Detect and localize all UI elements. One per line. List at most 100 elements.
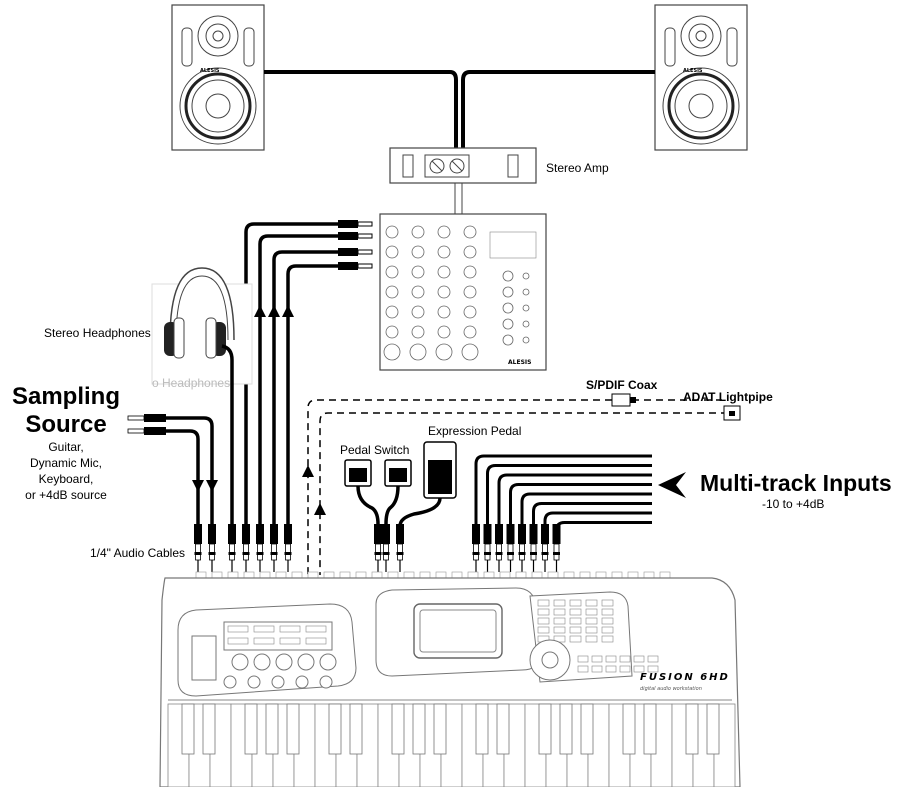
input-jack: [340, 572, 350, 578]
panel-button: [586, 600, 597, 606]
control-knob: [320, 654, 336, 670]
black-key: [329, 704, 341, 754]
input-jack: [324, 572, 334, 578]
mixer-knob: [503, 335, 513, 345]
panel-button: [602, 627, 613, 633]
input-jack: [372, 572, 382, 578]
sampling-source-desc-2: Dynamic Mic,: [5, 456, 127, 470]
mixer-knob: [503, 319, 513, 329]
mixer-knob: [464, 246, 476, 258]
panel-button: [648, 656, 658, 662]
sampling-source-desc-4: or +4dB source: [5, 488, 127, 502]
stereo-amp: [390, 148, 536, 183]
jack-plug-ring: [519, 552, 526, 555]
panel-button: [592, 666, 602, 672]
black-key: [476, 704, 488, 754]
black-key: [581, 704, 593, 754]
input-jack: [452, 572, 462, 578]
panel-button: [578, 656, 588, 662]
mixer-knob: [412, 286, 424, 298]
panel-button: [592, 656, 602, 662]
panel-button: [578, 666, 588, 672]
digital-arrow-2: [314, 503, 326, 515]
mixer-led: [523, 321, 529, 327]
mixer-knob: [386, 246, 398, 258]
control-knob: [320, 676, 332, 688]
jack-plug-body: [507, 524, 515, 544]
panel-button: [586, 636, 597, 642]
jack-plug: [208, 524, 216, 572]
right-speaker-brand: ALESIS: [683, 68, 703, 74]
jack-plug-body: [284, 524, 292, 544]
control-knob: [224, 676, 236, 688]
mixer-knob: [464, 266, 476, 278]
mixer-brand: ALESIS: [508, 359, 531, 366]
multitrack-title: Multi-track Inputs: [700, 470, 892, 497]
jack-plug-body: [530, 524, 538, 544]
keyboard-keys: [168, 704, 735, 787]
keyboard: FUSION 6HD digital audio workstation: [160, 578, 740, 787]
mixer-led: [523, 337, 529, 343]
jack-plug: [484, 524, 492, 572]
multitrack-cable: [545, 513, 652, 538]
panel-button: [570, 636, 581, 642]
black-key: [497, 704, 509, 754]
panel-button: [570, 609, 581, 615]
mixer-fader-knob: [462, 344, 478, 360]
jack-plug-ring: [271, 552, 278, 555]
panel-button: [586, 627, 597, 633]
panel-button: [586, 618, 597, 624]
black-key: [350, 704, 362, 754]
control-button: [228, 638, 248, 644]
panel-button: [554, 627, 565, 633]
control-button: [280, 638, 300, 644]
input-jack: [356, 572, 366, 578]
mixer-led: [523, 289, 529, 295]
jack-plug-ring: [507, 552, 514, 555]
panel-button: [570, 618, 581, 624]
black-key: [392, 704, 404, 754]
mixer-fader-knob: [384, 344, 400, 360]
jack-plug-body: [495, 524, 503, 544]
keyboard-brand: FUSION 6HD: [640, 672, 730, 683]
control-knob: [248, 676, 260, 688]
jack-plug-body: [472, 524, 480, 544]
black-key: [413, 704, 425, 754]
mixer-fader-knob: [436, 344, 452, 360]
input-jack: [212, 572, 222, 578]
mixer-knob: [464, 286, 476, 298]
jack-plug-ring: [195, 552, 202, 555]
jack-plug-ring: [229, 552, 236, 555]
jack-plug: [553, 524, 561, 572]
mixer-knob: [464, 326, 476, 338]
left-studio-monitor: ALESIS: [172, 5, 264, 150]
expression-pedal-label: Expression Pedal: [428, 424, 521, 438]
mixer-cables: [246, 224, 340, 538]
sampling-source-desc-1: Guitar,: [5, 440, 127, 454]
black-key: [623, 704, 635, 754]
panel-button: [538, 627, 549, 633]
input-jack: [564, 572, 574, 578]
sampling-cables: [128, 414, 218, 538]
mixer-knob: [412, 306, 424, 318]
jack-plug-body: [256, 524, 264, 544]
panel-button: [634, 656, 644, 662]
pedal-switches: [345, 460, 411, 486]
panel-button: [570, 600, 581, 606]
panel-button: [606, 656, 616, 662]
input-jack: [260, 572, 270, 578]
panel-button: [602, 618, 613, 624]
mixer-knob: [386, 326, 398, 338]
jack-plug: [507, 524, 515, 572]
sampling-source-title-2: Source: [5, 412, 127, 438]
jack-plug: [242, 524, 250, 572]
jack-plug-body: [541, 524, 549, 544]
panel-button: [602, 636, 613, 642]
jack-plug-ring: [397, 552, 404, 555]
pedal-switch-label: Pedal Switch: [340, 443, 409, 457]
black-key: [245, 704, 257, 754]
panel-button: [620, 666, 630, 672]
mixer-knob: [503, 271, 513, 281]
panel-button: [602, 600, 613, 606]
jack-plug-ring: [257, 552, 264, 555]
